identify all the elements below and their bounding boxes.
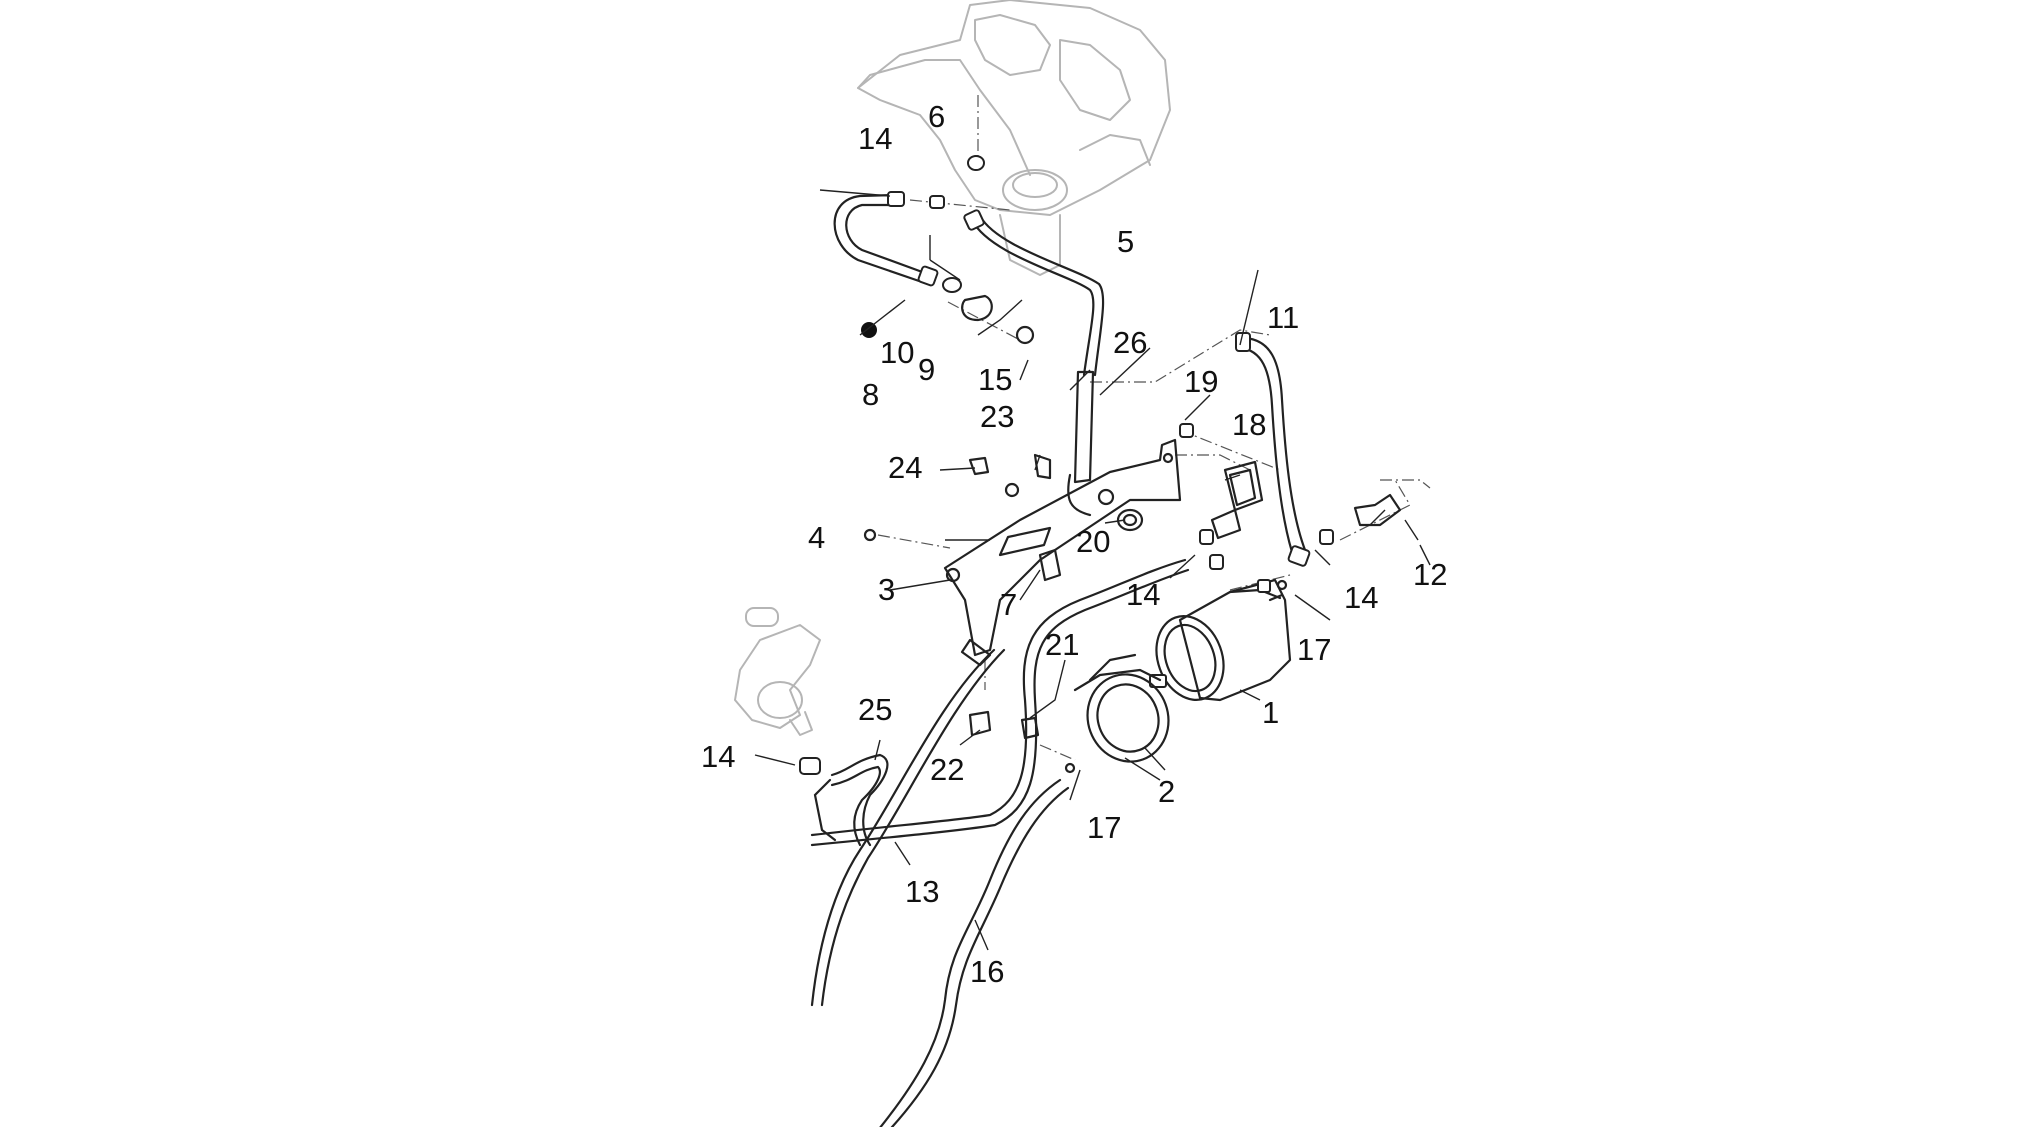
callout-16: 16 xyxy=(970,954,1004,989)
callout-2: 2 xyxy=(1158,774,1175,809)
callout-25: 25 xyxy=(858,692,892,727)
callout-labels: 1 2 3 4 5 6 7 8 9 10 11 12 13 14 14 14 1… xyxy=(701,99,1447,989)
callout-23: 23 xyxy=(980,399,1014,434)
callout-13: 13 xyxy=(905,874,939,909)
callout-3: 3 xyxy=(878,572,895,607)
callout-12: 12 xyxy=(1413,557,1447,592)
callout-5: 5 xyxy=(1117,224,1134,259)
canister-1 xyxy=(1149,578,1292,702)
callout-14c: 14 xyxy=(1344,580,1378,615)
callout-14d: 14 xyxy=(701,739,735,774)
callout-17a: 17 xyxy=(1297,632,1331,667)
small-fittings xyxy=(861,155,1402,774)
hose-16 xyxy=(879,778,1070,1127)
hose-13 xyxy=(810,558,1190,1007)
callout-14b: 14 xyxy=(1126,577,1160,612)
fuel-tank xyxy=(857,0,1171,276)
leader-lines xyxy=(754,189,1431,951)
hose-25 xyxy=(799,753,889,847)
callout-21: 21 xyxy=(1045,627,1079,662)
callout-10: 10 xyxy=(880,335,914,370)
callout-6: 6 xyxy=(928,99,945,134)
hose-5 xyxy=(963,209,1105,377)
callout-7: 7 xyxy=(1000,587,1017,622)
callout-17b: 17 xyxy=(1087,810,1121,845)
strap-2 xyxy=(1073,653,1170,763)
throttle-body xyxy=(734,607,821,736)
callout-18: 18 xyxy=(1232,407,1266,442)
callout-1: 1 xyxy=(1262,695,1279,730)
callout-19: 19 xyxy=(1184,364,1218,399)
callout-4: 4 xyxy=(808,520,825,555)
callout-9: 9 xyxy=(918,352,935,387)
callout-15: 15 xyxy=(978,362,1012,397)
bracket-3 xyxy=(943,438,1182,667)
callout-11: 11 xyxy=(1267,300,1299,335)
callout-20: 20 xyxy=(1076,524,1110,559)
callout-8: 8 xyxy=(862,377,879,412)
callout-24: 24 xyxy=(888,450,922,485)
assembly-lines xyxy=(877,95,1431,761)
hose-loop-8 xyxy=(833,191,939,287)
valve-18 xyxy=(1210,460,1264,540)
callout-14a: 14 xyxy=(858,121,892,156)
callout-22: 22 xyxy=(930,752,964,787)
callout-26: 26 xyxy=(1113,325,1147,360)
hose-11 xyxy=(1235,332,1311,567)
